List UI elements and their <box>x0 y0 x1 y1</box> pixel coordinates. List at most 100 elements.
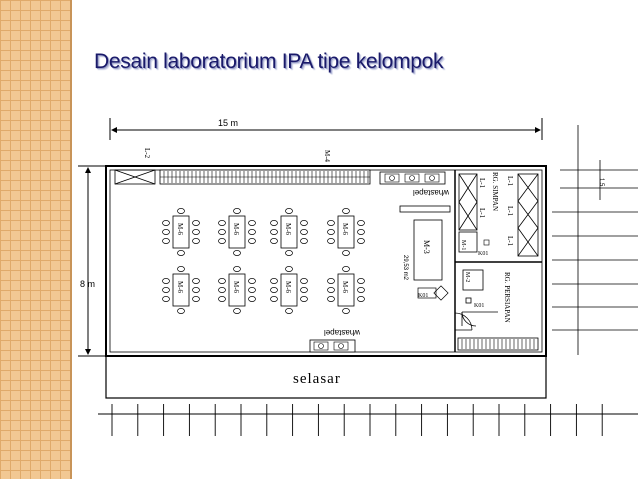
stool <box>270 238 278 244</box>
stool <box>218 278 226 284</box>
stool <box>285 208 293 214</box>
washbasin-top <box>379 171 446 185</box>
stool <box>192 287 200 293</box>
group-table-label: M-6 <box>341 281 349 294</box>
stool <box>248 278 256 284</box>
storage-cabinet-label-2: L-1 <box>478 208 486 219</box>
stool <box>270 278 278 284</box>
stool <box>270 220 278 226</box>
stool <box>192 278 200 284</box>
chair-label-k1: K01 <box>418 293 428 299</box>
storage-room-label: RG. SIMPAN <box>491 172 499 211</box>
width-dimension-label: 15 m <box>218 118 238 128</box>
stool <box>342 208 350 214</box>
group-table: M-6 <box>218 208 256 256</box>
stool <box>300 287 308 293</box>
stool <box>177 250 185 256</box>
stool <box>192 296 200 302</box>
stool <box>357 296 365 302</box>
washbasin-bottom <box>309 339 356 353</box>
stool <box>357 238 365 244</box>
table-top <box>280 273 298 307</box>
stool <box>177 308 185 314</box>
group-table-label: M-6 <box>176 223 184 236</box>
stool <box>300 278 308 284</box>
stool <box>248 238 256 244</box>
washbasin-top-label: whastapel <box>413 188 450 197</box>
stool <box>327 296 335 302</box>
stool <box>327 278 335 284</box>
stool <box>357 287 365 293</box>
stool <box>285 266 293 272</box>
stool <box>357 278 365 284</box>
stool <box>327 220 335 226</box>
stool <box>270 287 278 293</box>
stool <box>218 287 226 293</box>
stool <box>192 238 200 244</box>
group-table-label: M-6 <box>176 281 184 294</box>
stool <box>357 229 365 235</box>
stool <box>162 278 170 284</box>
teacher-table-label: M-3 <box>422 240 431 254</box>
slide-title: Desain laboratorium IPA tipe kelompok <box>94 50 444 73</box>
group-table: M-6 <box>162 266 200 314</box>
stool <box>327 238 335 244</box>
prep-room-label: RG. PERSIAPAN <box>503 272 511 323</box>
washbasin-bottom-label: whastapel <box>324 328 361 337</box>
stool <box>233 250 241 256</box>
decorative-side-stripe <box>0 0 70 479</box>
height-dimension <box>78 165 106 357</box>
corridor-label: selasar <box>293 371 341 387</box>
stool <box>218 229 226 235</box>
table-top <box>172 215 190 249</box>
table-top <box>337 273 355 307</box>
storage-cabinet-label-1: L-1 <box>478 178 486 189</box>
stool <box>233 266 241 272</box>
stool <box>248 287 256 293</box>
table-top <box>337 215 355 249</box>
group-table-label: M-6 <box>232 223 240 236</box>
chair-label-k2: K01 <box>478 251 488 257</box>
group-table-label: M-6 <box>284 223 292 236</box>
table-top <box>172 273 190 307</box>
stool <box>218 238 226 244</box>
stool <box>327 229 335 235</box>
stool <box>218 296 226 302</box>
structural-grid-bottom <box>98 404 638 436</box>
table-top <box>228 273 246 307</box>
storage-room <box>458 173 539 257</box>
stool <box>233 208 241 214</box>
stool <box>162 287 170 293</box>
prep-room-counter <box>457 337 539 351</box>
stool <box>177 208 185 214</box>
cabinet-top-left <box>114 169 156 185</box>
stool <box>192 220 200 226</box>
stool <box>192 229 200 235</box>
door-symbol <box>454 312 473 331</box>
group-table-label: M-6 <box>232 281 240 294</box>
stool <box>300 229 308 235</box>
cabinet-top-left-label: L-2 <box>143 148 151 159</box>
group-table: M-6 <box>270 208 308 256</box>
storage-cabinet-label-4: L-1 <box>506 206 514 217</box>
chair-label-k3: K01 <box>474 303 484 309</box>
stool <box>285 250 293 256</box>
area-label: 29,53 m2 <box>402 255 408 281</box>
top-counter-label: M-4 <box>323 150 331 163</box>
top-counter <box>159 169 371 185</box>
stool <box>357 220 365 226</box>
stool <box>285 308 293 314</box>
teacher-table <box>399 205 451 281</box>
stool <box>162 220 170 226</box>
stool <box>162 229 170 235</box>
group-table-label: M-6 <box>341 223 349 236</box>
stool <box>248 296 256 302</box>
stool <box>300 296 308 302</box>
teacher-chair <box>417 285 449 301</box>
height-dimension-label: 8 m <box>80 279 95 289</box>
stool <box>233 308 241 314</box>
group-table: M-6 <box>218 266 256 314</box>
group-table: M-6 <box>270 266 308 314</box>
